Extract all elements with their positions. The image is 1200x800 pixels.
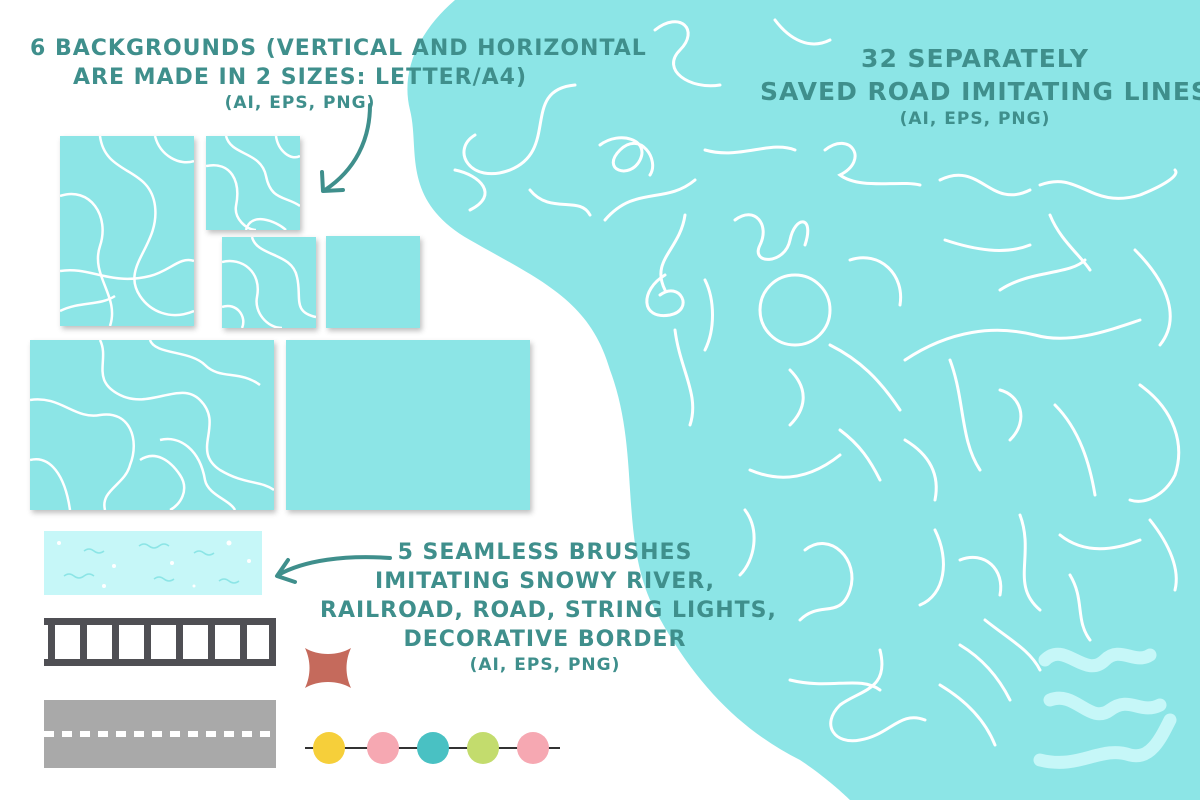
brushes-caption-line4: DECORATIVE BORDER: [403, 627, 687, 653]
road-line: [453, 168, 487, 212]
road-line: [462, 83, 577, 176]
road-line: [938, 173, 1032, 197]
road-line: [998, 258, 1087, 292]
road-line: [918, 528, 945, 607]
road-line: [948, 358, 982, 472]
road-line: [673, 328, 695, 427]
road-line: [828, 343, 902, 412]
string-lights-brush: [305, 732, 560, 764]
road-line: [1148, 518, 1178, 592]
brushes-caption-formats: (AI, EPS, PNG): [469, 655, 621, 676]
background-thumb-medium-patterned: [222, 237, 316, 328]
background-thumb-medium-plain: [326, 236, 420, 328]
road-line-circle: [758, 273, 832, 347]
road-line: [1133, 248, 1172, 347]
road-line: [958, 643, 1012, 702]
road-line: [733, 213, 810, 261]
road-line: [598, 136, 655, 177]
road-line: [829, 648, 927, 743]
road-line: [1018, 513, 1042, 612]
road-lines-caption-line1: 32 SEPARATELY: [861, 44, 1089, 73]
road-line: [1058, 533, 1142, 551]
road-line: [1053, 403, 1097, 497]
road-line: [838, 428, 882, 482]
road-brush: [44, 700, 276, 768]
backgrounds-caption-formats: (AI, EPS, PNG): [224, 93, 376, 114]
brushes-caption-line2: IMITATING SNOWY RIVER,: [375, 569, 715, 595]
road-line: [848, 256, 903, 307]
road-line: [528, 188, 592, 217]
road-line: [1128, 383, 1181, 503]
backgrounds-caption-line1: 6 BACKGROUNDS (VERTICAL AND HORIZONTAL: [30, 36, 647, 61]
road-line: [958, 556, 1003, 597]
brushes-caption: 5 SEAMLESS BRUSHES IMITATING SNOWY RIVER…: [320, 538, 777, 677]
road-lines-caption-formats: (AI, EPS, PNG): [899, 109, 1051, 129]
road-line: [703, 145, 797, 155]
railroad-brush: [44, 618, 276, 666]
backgrounds-caption-line2: ARE MADE IN 2 SIZES: LETTER/A4): [72, 65, 528, 91]
road-line: [703, 278, 714, 352]
snowy-river-brush: [44, 531, 262, 595]
pale-wave-lines: [1033, 647, 1177, 769]
road-line: [823, 141, 922, 187]
road-line: [903, 438, 938, 502]
road-lines-caption-line2: SAVED ROAD IMITATING LINES: [760, 77, 1200, 106]
road-line: [938, 683, 997, 747]
brushes-caption-line3: RAILROAD, ROAD, STRING LIGHTS,: [320, 598, 777, 624]
road-line: [659, 213, 687, 292]
road-line: [998, 388, 1023, 442]
pattern-lines: [30, 340, 274, 510]
road-line: [748, 453, 842, 479]
road-line: [653, 20, 722, 88]
pattern-lines: [60, 136, 194, 326]
background-thumb-horizontal-plain: [286, 340, 530, 510]
road-lines-group: [453, 18, 1181, 747]
road-line: [645, 273, 685, 317]
road-line: [983, 618, 1042, 672]
road-lines-caption: 32 SEPARATELY SAVED ROAD IMITATING LINES…: [760, 42, 1200, 130]
road-line: [798, 542, 854, 622]
pattern-lines: [222, 237, 316, 328]
backgrounds-caption: 6 BACKGROUNDS (VERTICAL AND HORIZONTAL A…: [30, 34, 647, 115]
background-thumb-small-patterned: [206, 136, 300, 230]
road-line: [1048, 213, 1092, 272]
road-line: [903, 318, 1142, 362]
background-thumb-vertical-patterned: [60, 136, 194, 326]
road-line: [1038, 168, 1178, 200]
road-line: [943, 238, 1032, 252]
road-line: [603, 178, 697, 222]
road-line: [738, 508, 756, 577]
pattern-lines: [206, 136, 300, 230]
road-line: [1068, 573, 1092, 642]
road-line: [773, 18, 832, 46]
brushes-caption-line1: 5 SEAMLESS BRUSHES: [397, 540, 693, 565]
decorative-border-brush: [305, 648, 351, 688]
road-line: [788, 368, 805, 427]
background-thumb-horizontal-patterned: [30, 340, 274, 510]
